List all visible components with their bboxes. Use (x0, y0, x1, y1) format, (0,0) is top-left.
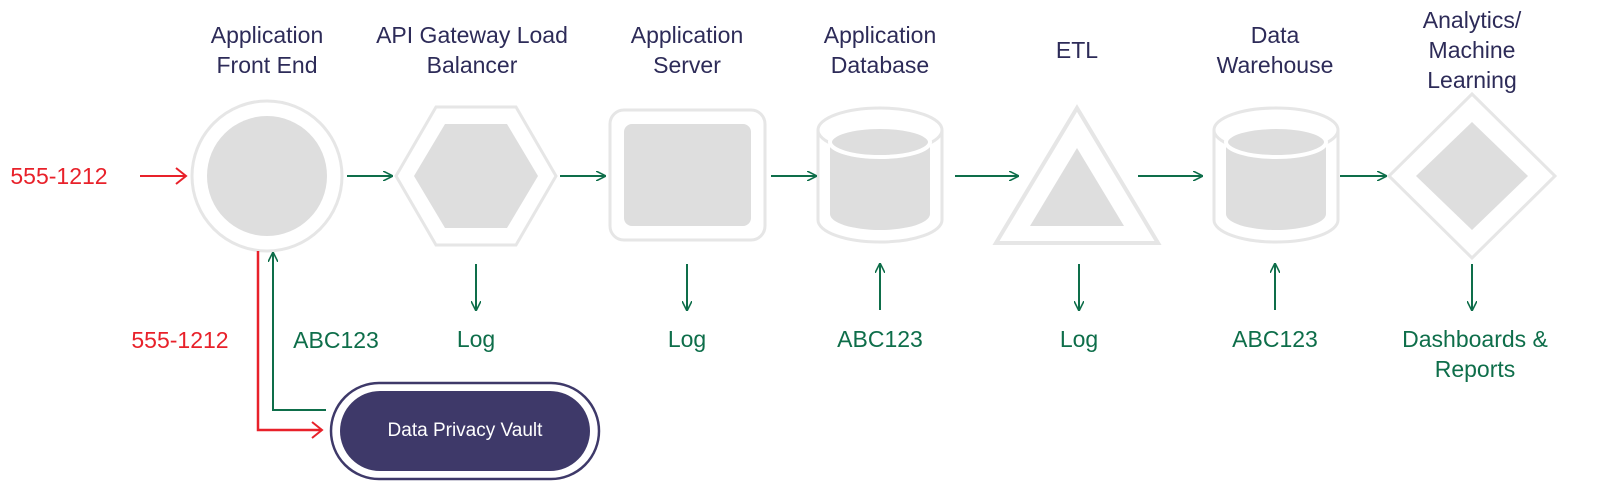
vault-request-label: 555-1212 (131, 327, 229, 353)
vault-request-arrowhead (311, 421, 324, 439)
vault-request-arrow (256, 251, 322, 432)
vault-response-arrow (273, 253, 326, 411)
input-phone-label: 555-1212 (10, 163, 108, 189)
vault-pill (340, 391, 590, 471)
circle-icon (190, 99, 344, 253)
log-label: Log (1059, 326, 1099, 352)
cylinder-icon (816, 106, 944, 244)
input-arrowhead (175, 167, 188, 185)
triangle-icon (992, 104, 1162, 245)
cylinder-icon (1212, 106, 1340, 244)
vault-response-label: ABC123 (293, 327, 379, 353)
rounded-square-icon (608, 108, 767, 242)
hexagon-icon (394, 105, 558, 247)
log-label: Log (456, 326, 496, 352)
node-title-etl: ETL (1055, 37, 1099, 63)
dashboards-reports-label: Dashboards &Reports (1402, 326, 1548, 382)
token-label: ABC123 (1232, 326, 1318, 352)
token-label: ABC123 (837, 326, 923, 352)
vault-label: Data Privacy Vault (387, 420, 543, 441)
log-label: Log (667, 326, 707, 352)
diamond-icon (1386, 91, 1558, 261)
